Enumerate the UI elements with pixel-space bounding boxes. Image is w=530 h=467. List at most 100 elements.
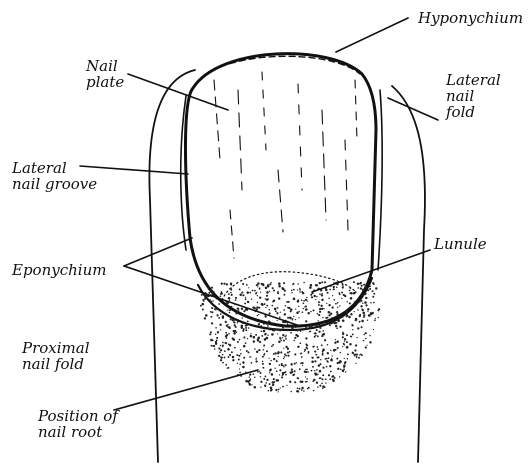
- stipple-dot: [328, 357, 330, 359]
- stipple-dot: [273, 289, 275, 291]
- stipple-dot: [264, 384, 266, 386]
- stipple-dot: [315, 299, 316, 300]
- stipple-dot: [279, 330, 281, 332]
- stipple-dot: [205, 314, 208, 317]
- stipple-dot: [290, 391, 292, 393]
- stipple-dot: [315, 335, 317, 337]
- stipple-dot: [220, 357, 221, 358]
- stipple-dot: [225, 321, 227, 323]
- stipple-dot: [277, 307, 278, 308]
- stipple-dot: [287, 348, 289, 350]
- stipple-dot: [361, 300, 363, 302]
- stipple-dot: [349, 343, 351, 345]
- stipple-dot: [306, 297, 307, 298]
- stipple-dot: [279, 374, 280, 375]
- stipple-dot: [277, 320, 278, 321]
- stipple-dot: [361, 285, 363, 287]
- stipple-dot: [249, 376, 250, 377]
- stipple-dot: [317, 386, 318, 387]
- stipple-dot: [285, 374, 287, 376]
- stipple-dot: [230, 306, 232, 308]
- stipple-dot: [267, 325, 269, 327]
- stipple-dot: [233, 331, 234, 332]
- stipple-dot: [295, 319, 296, 320]
- stipple-dot: [228, 333, 230, 335]
- stipple-dot: [240, 353, 242, 355]
- stipple-dot: [345, 361, 347, 363]
- stipple-dot: [324, 339, 326, 341]
- stipple-dot: [318, 301, 320, 303]
- stipple-dot: [231, 351, 233, 353]
- stipple-dot: [268, 309, 270, 311]
- stipple-dot: [362, 303, 363, 304]
- stipple-dot: [210, 301, 213, 304]
- stipple-dot: [370, 302, 372, 304]
- stipple-dot: [261, 303, 264, 306]
- stipple-dot: [303, 282, 305, 284]
- stipple-dot: [263, 323, 265, 325]
- stipple-dot: [255, 334, 257, 336]
- stipple-dot: [360, 287, 362, 289]
- stipple-dot: [204, 297, 206, 299]
- stipple-dot: [266, 379, 268, 381]
- stipple-dot: [299, 342, 301, 344]
- stipple-dot: [212, 339, 214, 341]
- stipple-dot: [237, 322, 238, 323]
- stipple-dot: [365, 338, 367, 340]
- stipple-dot: [239, 363, 241, 365]
- stipple-dot: [337, 362, 339, 364]
- stipple-dot: [297, 289, 298, 290]
- stipple-dot: [306, 378, 308, 380]
- stipple-dot: [319, 385, 321, 387]
- stipple-dot: [342, 370, 345, 373]
- stipple-dot: [349, 302, 351, 304]
- stipple-dot: [333, 286, 335, 288]
- stipple-dot: [282, 326, 284, 328]
- label-nail-plate-line1: Nail: [86, 58, 124, 74]
- stipple-dot: [279, 369, 281, 371]
- stipple-dot: [245, 308, 247, 310]
- stipple-dot: [344, 341, 345, 342]
- stipple-dot: [210, 311, 211, 312]
- stipple-dot: [238, 310, 239, 311]
- stipple-dot: [373, 329, 374, 330]
- stipple-dot: [321, 308, 323, 310]
- stipple-dot: [207, 286, 209, 288]
- stipple-dot: [257, 286, 258, 287]
- stipple-dot: [258, 337, 261, 340]
- stipple-dot: [321, 293, 322, 294]
- stipple-dot: [232, 359, 234, 361]
- stipple-dot: [204, 317, 206, 319]
- stipple-dot: [362, 309, 364, 311]
- stipple-dot: [292, 284, 293, 285]
- stipple-dot: [309, 326, 311, 328]
- stipple-dot: [276, 360, 278, 362]
- label-lateral-nail-fold: Lateral nail fold: [446, 72, 501, 120]
- stipple-dot: [290, 308, 292, 310]
- stipple-dot: [323, 308, 324, 309]
- stipple-dot: [300, 362, 302, 364]
- stipple-dot: [230, 282, 233, 285]
- stipple-dot: [220, 345, 222, 347]
- stipple-dot: [260, 372, 262, 374]
- label-nail-root-line1: Position of: [38, 408, 118, 424]
- stipple-dot: [267, 323, 269, 325]
- stipple-dot: [250, 335, 253, 338]
- stipple-dot: [308, 353, 309, 354]
- label-lateral-nail-groove: Lateral nail groove: [12, 160, 97, 192]
- stipple-dot: [334, 322, 337, 325]
- stipple-dot: [229, 300, 230, 301]
- stipple-dot: [328, 304, 330, 306]
- stipple-dot: [327, 361, 329, 363]
- stipple-dot: [317, 373, 319, 375]
- stipple-dot: [248, 381, 250, 383]
- stipple-dot: [331, 306, 333, 308]
- stipple-dot: [252, 290, 254, 292]
- stipple-dot: [235, 299, 237, 301]
- stipple-dot: [311, 357, 312, 358]
- stipple-dot: [359, 301, 361, 303]
- stipple-dot: [309, 286, 312, 289]
- stipple-dot: [284, 356, 286, 358]
- stipple-dot: [347, 353, 349, 355]
- stipple-dot: [286, 301, 288, 303]
